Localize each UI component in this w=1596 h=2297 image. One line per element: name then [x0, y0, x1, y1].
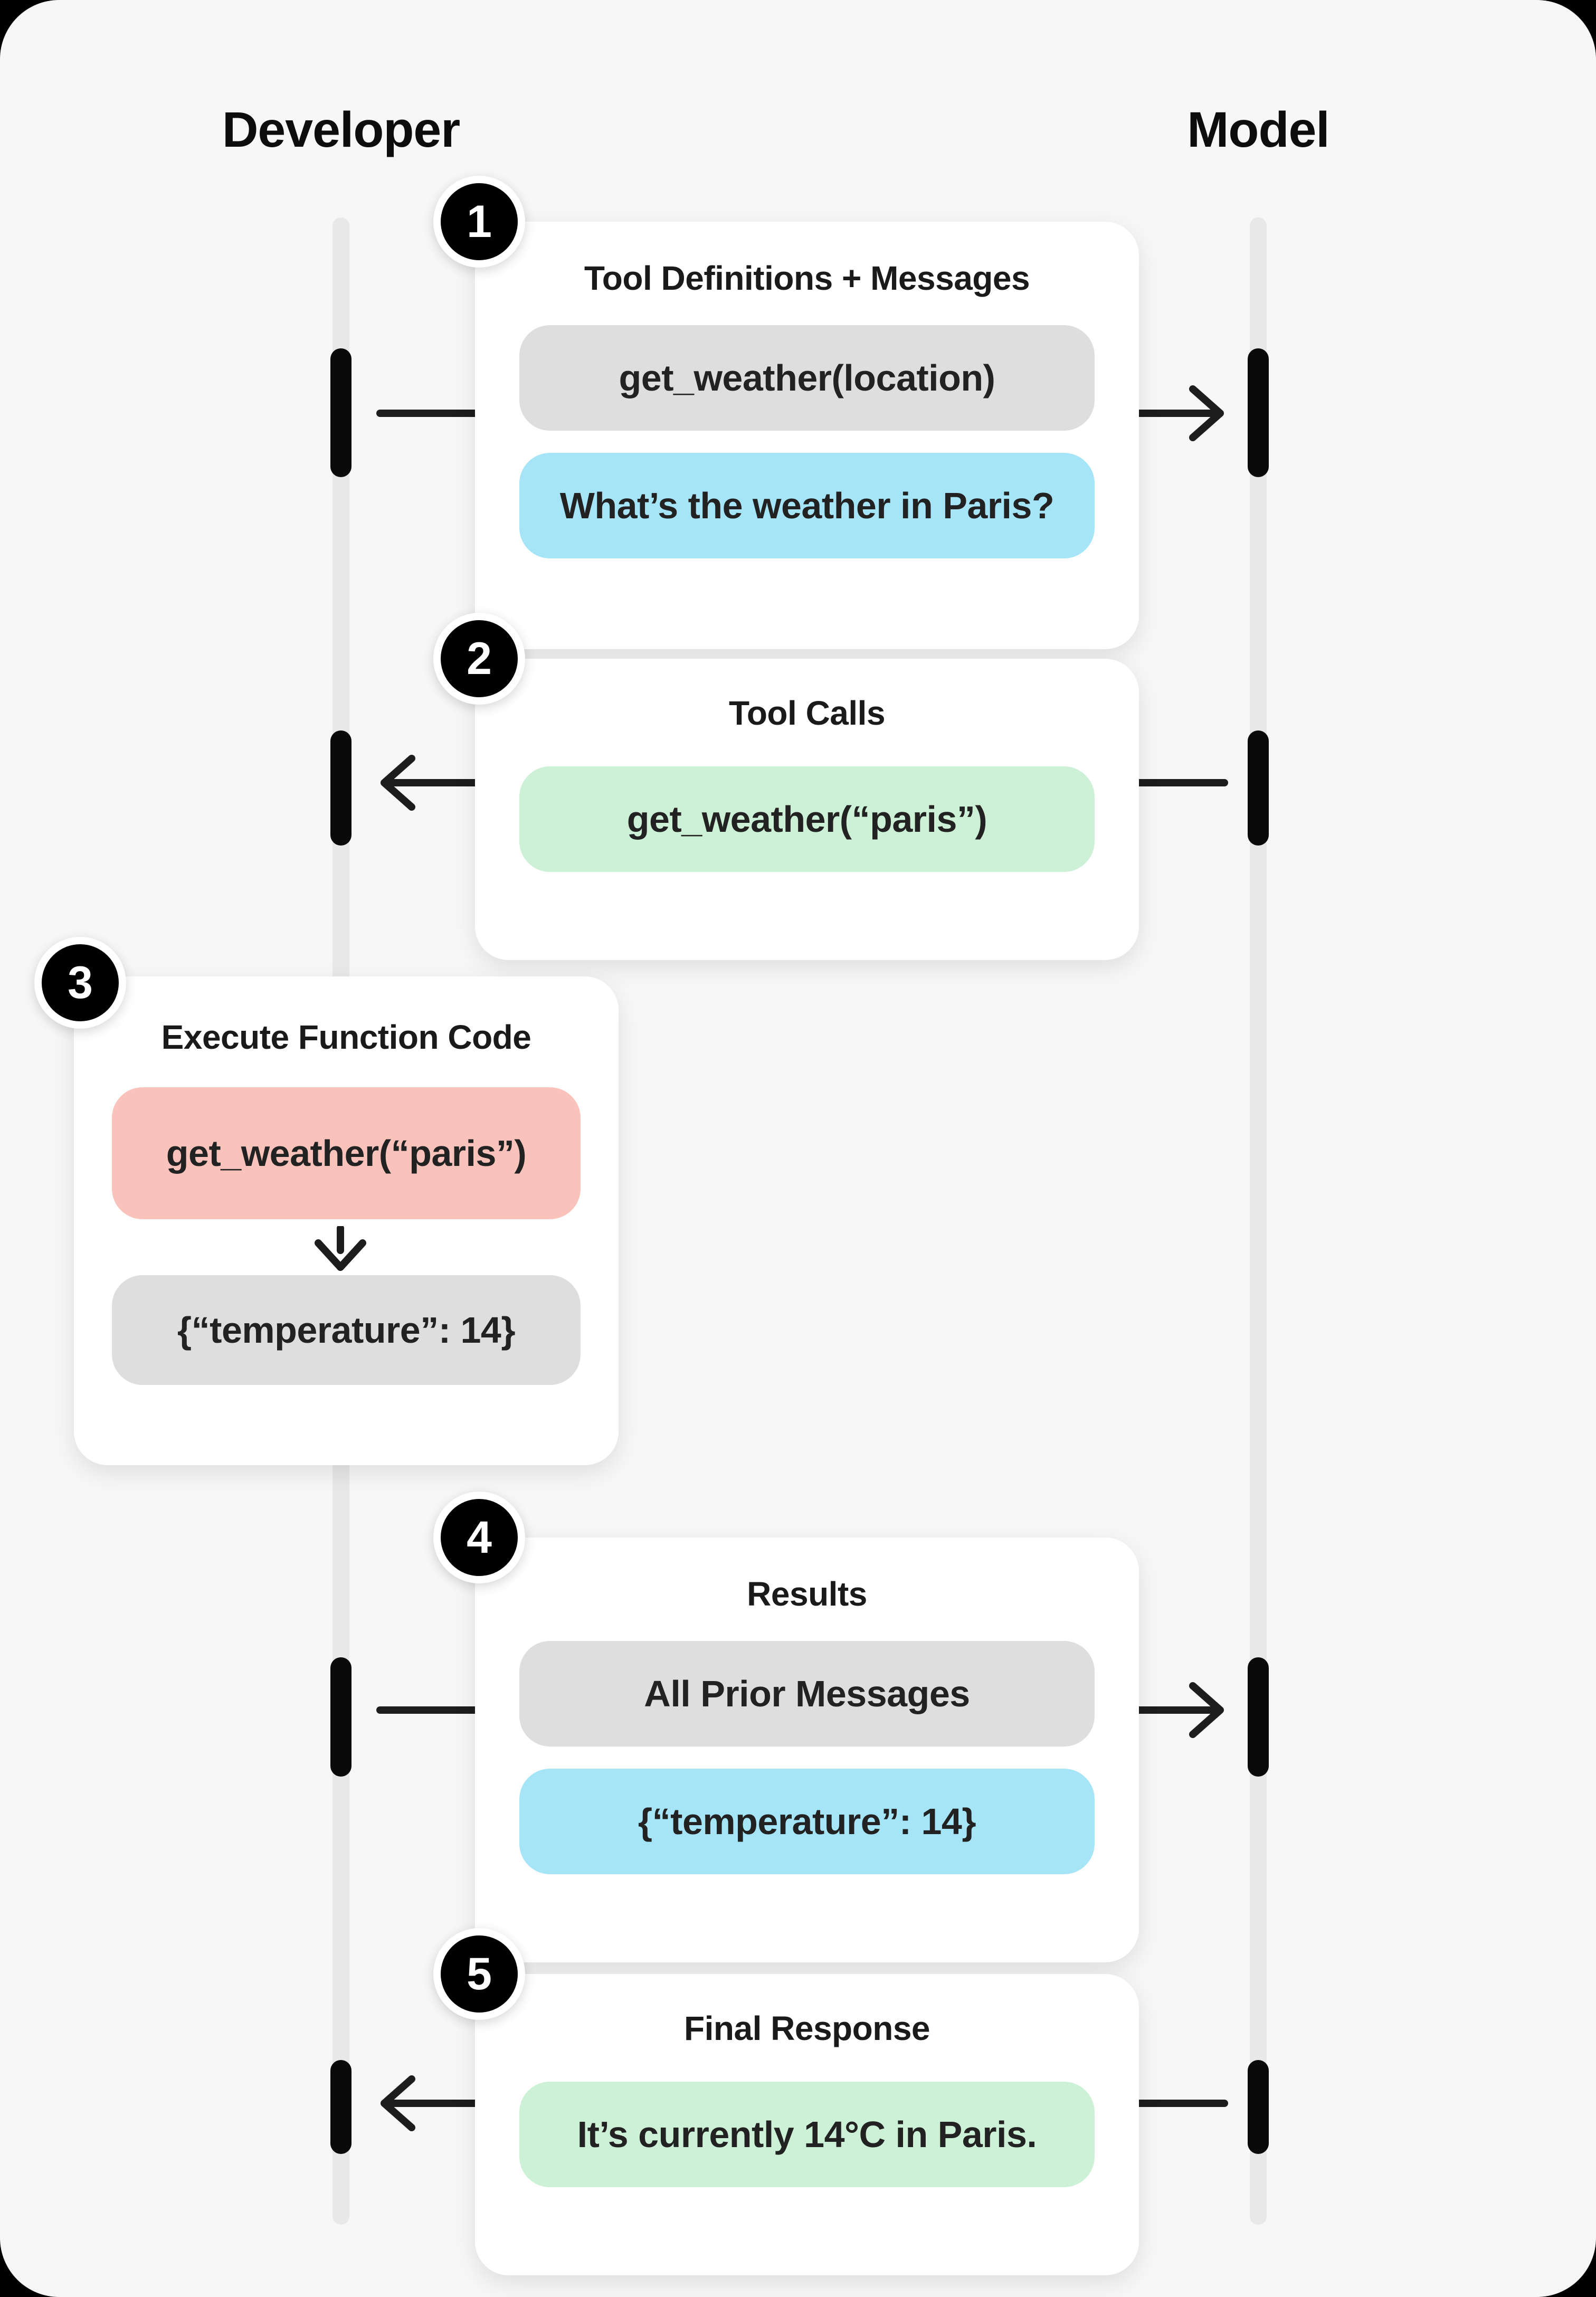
- step1-tool-definition-pill: get_weather(location): [519, 325, 1095, 431]
- step1-title: Tool Definitions + Messages: [584, 259, 1030, 297]
- activation-bar-developer-step2: [330, 730, 352, 846]
- step4-title: Results: [747, 1575, 867, 1613]
- step2-card: Tool Calls get_weather(“paris”): [475, 659, 1139, 960]
- step4-prior-messages-pill: All Prior Messages: [519, 1641, 1095, 1747]
- step4-tool-result-pill: {“temperature”: 14}: [519, 1769, 1095, 1874]
- step1-user-message-pill: What’s the weather in Paris?: [519, 453, 1095, 558]
- activation-bar-model-step2: [1248, 730, 1269, 846]
- step4-card: Results All Prior Messages {“temperature…: [475, 1537, 1139, 1962]
- step2-number-badge: 2: [433, 613, 525, 705]
- actor-label-developer: Developer: [222, 102, 460, 158]
- lifeline-model: [1250, 217, 1267, 2225]
- activation-bar-developer-step4: [330, 1657, 352, 1777]
- actor-label-model: Model: [1187, 102, 1329, 158]
- activation-bar-developer-step5: [330, 2060, 352, 2154]
- step3-function-result-pill: {“temperature”: 14}: [112, 1275, 581, 1385]
- step1-card: Tool Definitions + Messages get_weather(…: [475, 222, 1139, 649]
- step5-card: Final Response It’s currently 14°C in Pa…: [475, 1974, 1139, 2275]
- step2-tool-call-pill: get_weather(“paris”): [519, 766, 1095, 872]
- step5-final-response-pill: It’s currently 14°C in Paris.: [519, 2082, 1095, 2187]
- activation-bar-model-step1: [1248, 348, 1269, 477]
- step3-title: Execute Function Code: [161, 1018, 531, 1056]
- activation-bar-model-step4: [1248, 1657, 1269, 1777]
- activation-bar-model-step5: [1248, 2060, 1269, 2154]
- step5-number-badge: 5: [433, 1928, 525, 2020]
- step3-function-invocation-pill: get_weather(“paris”): [112, 1087, 581, 1219]
- step4-number-badge: 4: [433, 1492, 525, 1583]
- step2-title: Tool Calls: [728, 694, 886, 732]
- step3-card: Execute Function Code get_weather(“paris…: [74, 976, 619, 1465]
- step3-number-badge: 3: [34, 937, 126, 1029]
- arrow-down-step3-icon: [315, 1226, 366, 1271]
- step5-title: Final Response: [684, 2009, 930, 2047]
- activation-bar-developer-step1: [330, 348, 352, 477]
- step1-number-badge: 1: [433, 176, 525, 268]
